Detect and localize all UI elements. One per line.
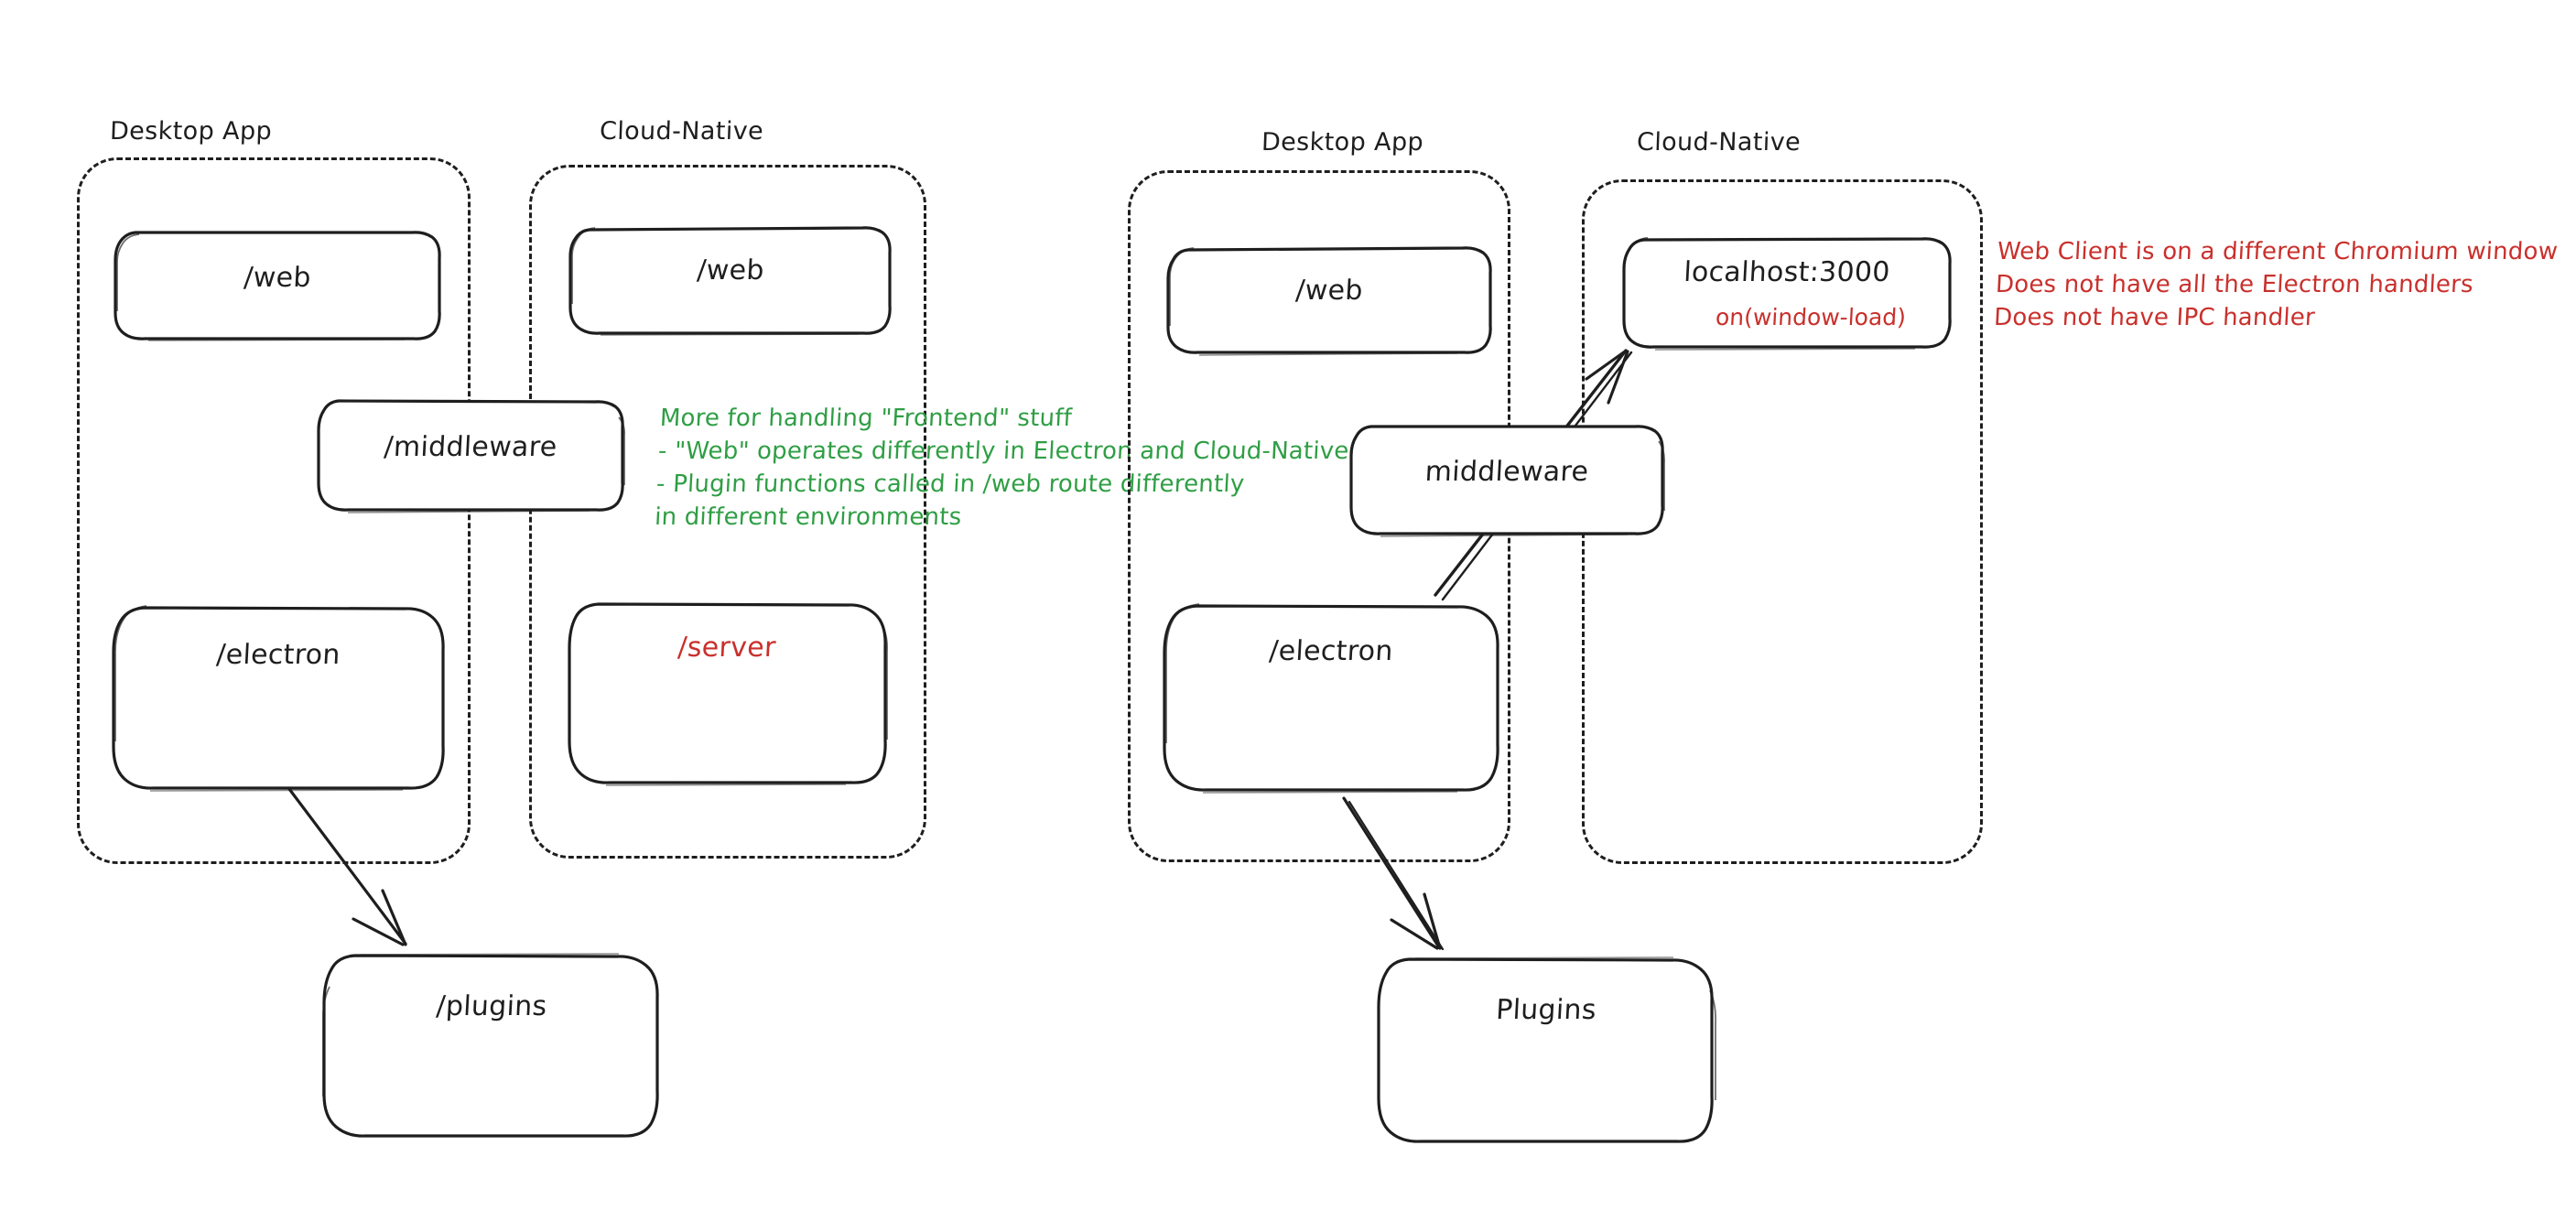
annotation-red-line-3: Does not have IPC handler <box>1993 303 2316 331</box>
annotation-red-note: Web Client is on a different Chromium wi… <box>1993 236 2559 335</box>
node-left-plugins[interactable]: /plugins <box>320 950 663 1142</box>
node-left-server[interactable]: /server <box>566 600 889 789</box>
node-right-plugins[interactable]: Plugins <box>1375 954 1717 1148</box>
group-label-left-cloud: Cloud-Native <box>599 117 764 146</box>
annotation-green-line-4: in different environments <box>654 503 963 531</box>
annotation-green-line-1: More for handling "Frontend" stuff <box>659 405 1073 432</box>
annotation-red-line-1: Web Client is on a different Chromium wi… <box>1997 238 2559 265</box>
node-left-web-cloud[interactable]: /web <box>568 225 893 337</box>
node-right-localhost[interactable]: localhost:3000 on(window-load) <box>1620 234 1954 351</box>
group-label-right-desktop: Desktop App <box>1261 128 1424 157</box>
group-label-left-desktop: Desktop App <box>109 117 273 146</box>
node-left-web[interactable]: /web <box>112 229 443 342</box>
node-right-web[interactable]: /web <box>1164 245 1494 357</box>
node-left-electron[interactable]: /electron <box>110 604 447 794</box>
node-right-electron[interactable]: /electron <box>1161 600 1501 798</box>
annotation-red-line-2: Does not have all the Electron handlers <box>1995 270 2474 298</box>
group-label-right-cloud: Cloud-Native <box>1636 128 1802 157</box>
node-right-middleware[interactable]: middleware <box>1348 423 1666 538</box>
node-left-middleware[interactable]: /middleware <box>315 397 626 514</box>
